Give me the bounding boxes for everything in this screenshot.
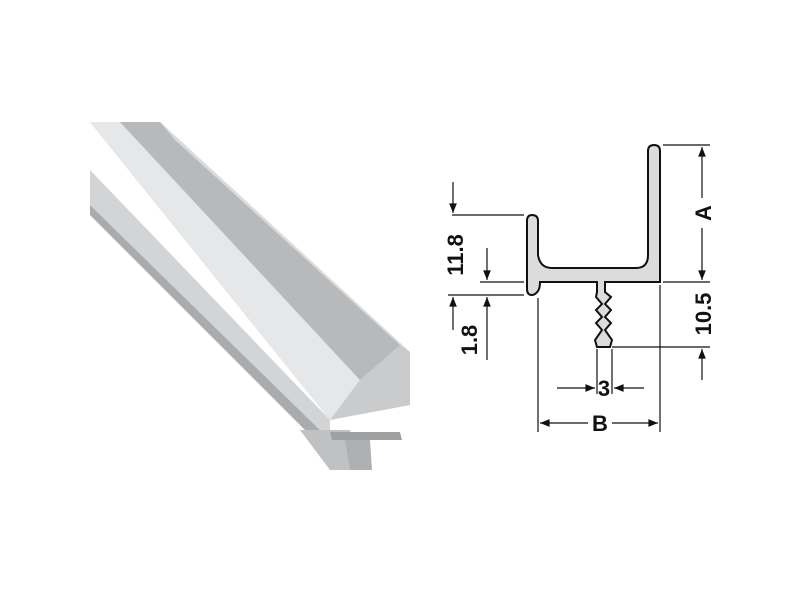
dimension-1-8-label: 1.8 [457, 325, 482, 356]
profile-section [526, 143, 661, 348]
dimension-10-5-label: 10.5 [691, 293, 716, 336]
dimension-b-label: B [592, 411, 608, 436]
dimension-3-label: 3 [598, 376, 610, 401]
cross-section-drawing: A 10.5 11.8 1.8 3 B [443, 143, 716, 436]
dimension-a-label: A [691, 205, 716, 221]
dimension-11-8-label: 11.8 [443, 234, 468, 276]
aluminium-profile-image [90, 122, 410, 470]
